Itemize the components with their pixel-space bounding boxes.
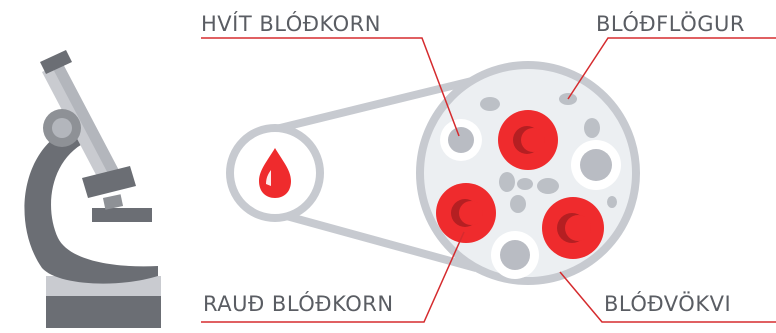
blood-sample-magnified [420,65,636,281]
white-blood-cell [571,140,621,190]
red-blood-cell [542,197,604,259]
microscope-icon [24,50,161,328]
label-white-blood-cells: HVÍT BLÓÐKORN [201,12,381,36]
white-blood-cell [491,231,539,279]
label-platelets: BLÓÐFLÖGUR [596,12,745,36]
label-red-blood-cells: RAUÐ BLÓÐKORN [203,292,394,316]
red-blood-cell [436,183,496,243]
label-plasma: BLÓÐVÖKVI [604,292,731,316]
blood-drop-icon [230,128,320,218]
leader-white-cells [201,38,459,136]
white-blood-cell [440,119,482,161]
red-blood-cell [498,110,558,170]
